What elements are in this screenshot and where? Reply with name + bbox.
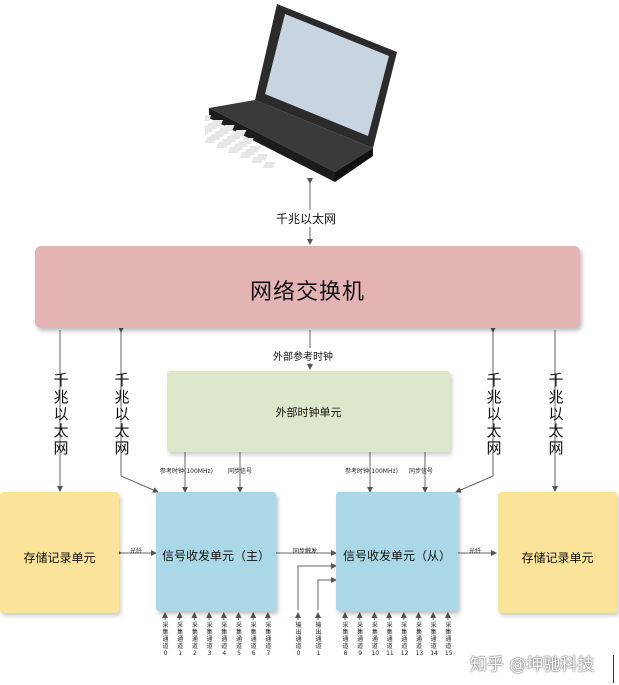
sync-trigger-label: 同步触发 bbox=[293, 548, 318, 555]
watermark: 知乎 @坤驰科技 bbox=[470, 655, 595, 675]
signal-unit-label: 信号收发单元（从） bbox=[342, 549, 451, 563]
network-switch: 网络交换机 bbox=[35, 246, 580, 328]
laptop-key bbox=[215, 142, 229, 148]
eth-label-left-outer: 千兆以太网 bbox=[52, 372, 70, 457]
ext-clock-input-label: 外部参考时钟 bbox=[273, 348, 333, 363]
laptop-key bbox=[205, 137, 218, 143]
eth-label-right-inner: 千兆以太网 bbox=[485, 372, 503, 457]
signal-unit-master: 信号收发单元（主） bbox=[156, 492, 276, 611]
storage-unit-left: 存储记录单元 bbox=[0, 492, 119, 613]
external-clock-label: 外部时钟单元 bbox=[275, 406, 342, 419]
sync-signal-label-right: 同步信号 bbox=[409, 468, 434, 475]
laptop-key bbox=[205, 129, 210, 135]
ref-clock-label-right: 参考时钟(100MHz) bbox=[345, 468, 398, 475]
signal-unit-label: 信号收发单元（主） bbox=[161, 549, 270, 563]
fiber-label-left: 光纤 bbox=[130, 548, 143, 555]
laptop-key bbox=[227, 147, 241, 153]
storage-unit-right: 存储记录单元 bbox=[498, 492, 617, 613]
ref-clock-label-left: 参考时钟(100MHz) bbox=[160, 468, 213, 475]
eth-label-text: 千兆以太网 bbox=[53, 371, 69, 457]
laptop-icon bbox=[205, 4, 397, 182]
storage-unit-label: 存储记录单元 bbox=[521, 551, 594, 565]
external-clock-unit: 外部时钟单元 bbox=[167, 371, 450, 452]
watermark-divider bbox=[613, 655, 614, 683]
fiber-label-right: 光纤 bbox=[469, 548, 482, 555]
laptop-key bbox=[205, 115, 212, 121]
top-ethernet-label: 千兆以太网 bbox=[276, 210, 337, 227]
laptop-key bbox=[262, 162, 276, 168]
sync-signal-label-left: 同步信号 bbox=[228, 468, 253, 475]
network-switch-label: 网络交换机 bbox=[249, 280, 365, 305]
signal-unit-slave: 信号收发单元（从） bbox=[336, 492, 458, 611]
laptop-key bbox=[239, 152, 253, 158]
eth-label-text: 千兆以太网 bbox=[486, 371, 502, 457]
eth-label-right-outer: 千兆以太网 bbox=[547, 372, 565, 457]
storage-unit-label: 存储记录单元 bbox=[23, 551, 96, 565]
eth-label-text: 千兆以太网 bbox=[548, 371, 564, 457]
eth-label-text: 千兆以太网 bbox=[114, 371, 130, 457]
laptop-key bbox=[250, 157, 264, 163]
eth-label-left-inner: 千兆以太网 bbox=[113, 372, 131, 457]
